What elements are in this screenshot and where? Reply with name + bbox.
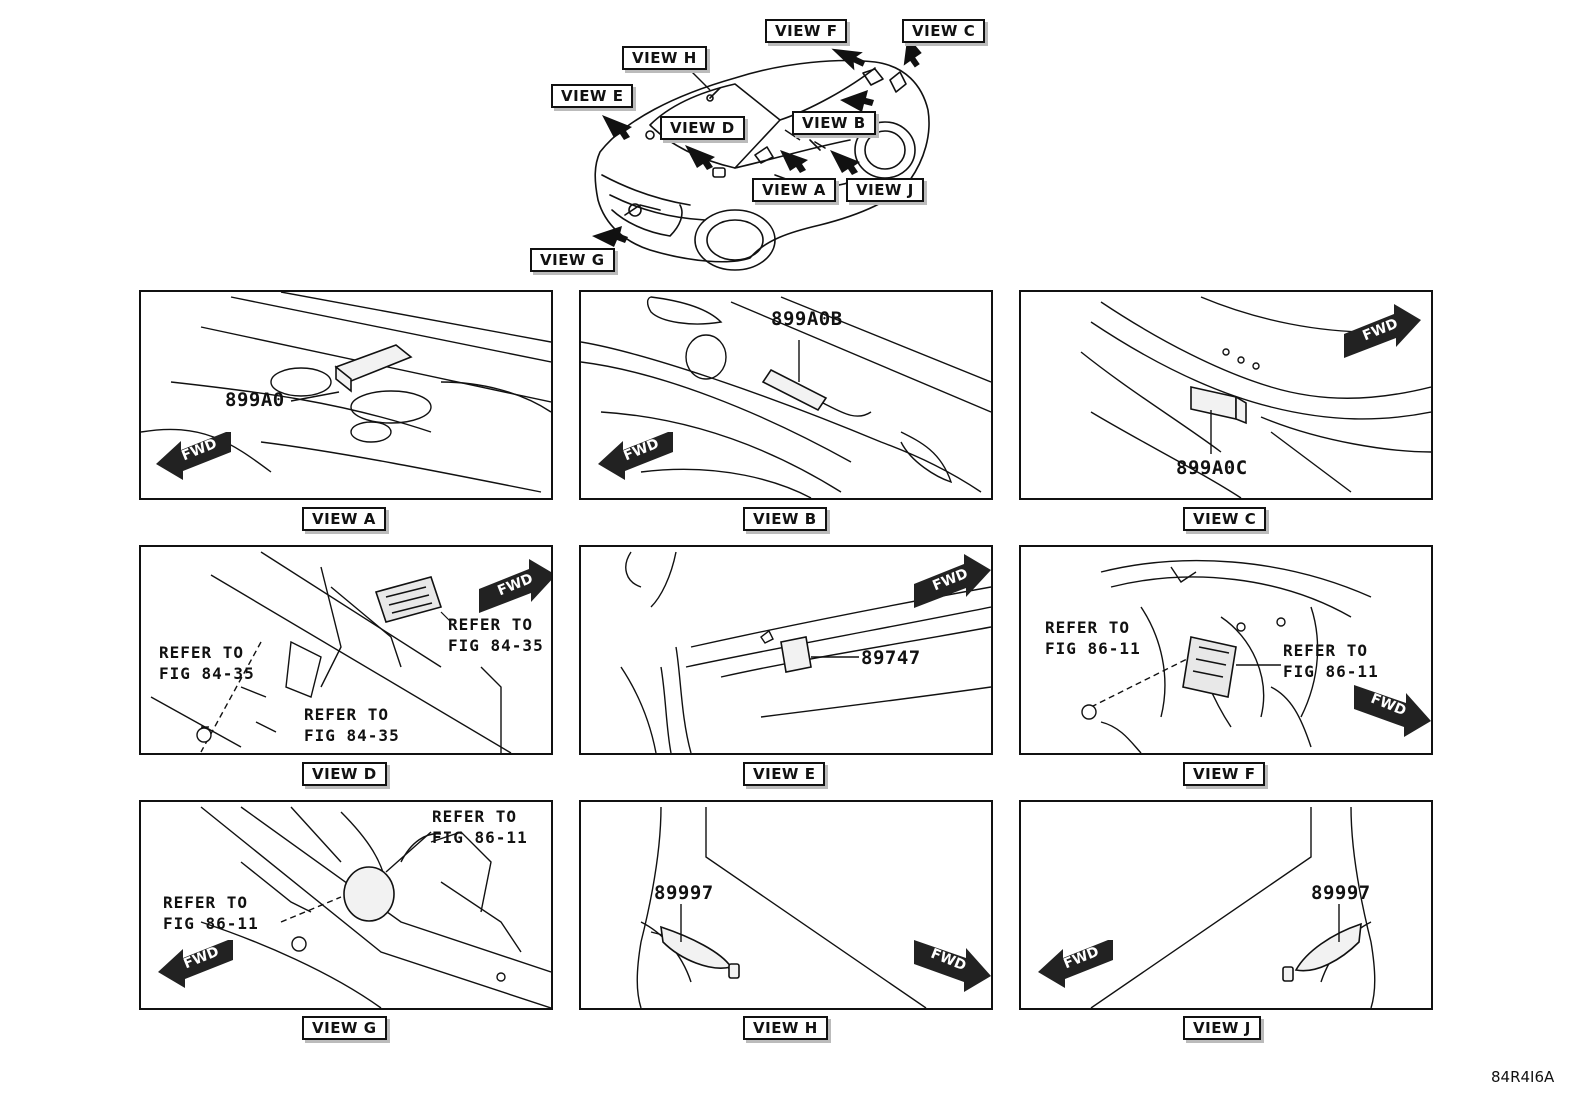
panel-view-e: 89747 FWD bbox=[579, 545, 993, 755]
refer-to-fig-86-11-left: REFER TO FIG 86-11 bbox=[1045, 618, 1141, 658]
refer-to-fig-84-35-bottom: REFER TO FIG 84-35 bbox=[304, 705, 400, 745]
car-overview bbox=[530, 0, 950, 285]
figure-code: 84R4I6A bbox=[1491, 1068, 1555, 1086]
fwd-arrow-view-c: FWD bbox=[1336, 302, 1426, 362]
fwd-arrow-view-h: FWD bbox=[906, 934, 991, 994]
view-b-drawing bbox=[581, 296, 991, 498]
view-g-drawing bbox=[200, 806, 551, 1008]
view-j-label: VIEW J bbox=[846, 178, 924, 202]
refer-to-fig-84-35-right: REFER TO FIG 84-35 bbox=[448, 615, 544, 655]
view-b-caption: VIEW B bbox=[743, 507, 827, 531]
view-a-drawing bbox=[141, 292, 551, 493]
refer-to-fig-86-11-left: REFER TO FIG 86-11 bbox=[163, 893, 259, 933]
view-h-label: VIEW H bbox=[622, 46, 707, 70]
fwd-arrow-view-f: FWD bbox=[1346, 679, 1431, 739]
panel-view-d: FWD REFER TO FIG 84-35 REFER TO FIG 84-3… bbox=[139, 545, 553, 755]
panel-view-h: 89997 FWD bbox=[579, 800, 993, 1010]
view-e-caption: VIEW E bbox=[743, 762, 826, 786]
fwd-arrow-view-e: FWD bbox=[906, 552, 991, 612]
view-d-caption: VIEW D bbox=[302, 762, 387, 786]
fwd-arrow-view-d: FWD bbox=[471, 557, 551, 617]
panel-view-f: REFER TO FIG 86-11 REFER TO FIG 86-11 FW… bbox=[1019, 545, 1433, 755]
view-a-label: VIEW A bbox=[752, 178, 836, 202]
view-d-drawing bbox=[150, 551, 512, 753]
view-c-label: VIEW C bbox=[902, 19, 986, 43]
refer-to-fig-86-11-right: REFER TO FIG 86-11 bbox=[1283, 641, 1379, 681]
view-j-caption: VIEW J bbox=[1183, 1016, 1261, 1040]
panel-view-a: 899A0 FWD bbox=[139, 290, 553, 500]
view-h-drawing bbox=[636, 806, 927, 1008]
panel-view-c: 899A0C FWD bbox=[1019, 290, 1433, 500]
view-c-caption: VIEW C bbox=[1183, 507, 1267, 531]
view-h-caption: VIEW H bbox=[743, 1016, 828, 1040]
view-f-caption: VIEW F bbox=[1183, 762, 1266, 786]
part-number-89997-j: 89997 bbox=[1311, 882, 1371, 904]
refer-to-fig-86-11-top: REFER TO FIG 86-11 bbox=[432, 807, 528, 847]
view-b-label: VIEW B bbox=[792, 111, 876, 135]
view-e-drawing bbox=[620, 551, 991, 753]
view-d-label: VIEW D bbox=[660, 116, 745, 140]
view-f-label: VIEW F bbox=[765, 19, 848, 43]
part-number-899a0c: 899A0C bbox=[1176, 457, 1248, 479]
view-g-caption: VIEW G bbox=[302, 1016, 387, 1040]
view-f-drawing bbox=[1081, 559, 1372, 753]
car-overview-drawing bbox=[592, 36, 930, 271]
view-j-drawing bbox=[1090, 806, 1376, 1008]
view-a-caption: VIEW A bbox=[302, 507, 386, 531]
panel-view-g: REFER TO FIG 86-11 REFER TO FIG 86-11 FW… bbox=[139, 800, 553, 1010]
part-number-899a0b: 899A0B bbox=[771, 308, 843, 330]
part-number-89747: 89747 bbox=[861, 647, 921, 669]
fwd-arrow-view-j: FWD bbox=[1033, 940, 1123, 990]
view-c-drawing bbox=[1080, 296, 1431, 498]
panel-view-b: 899A0B FWD bbox=[579, 290, 993, 500]
view-g-label: VIEW G bbox=[530, 248, 615, 272]
refer-to-fig-84-35-left: REFER TO FIG 84-35 bbox=[159, 643, 255, 683]
panel-view-j: 89997 FWD bbox=[1019, 800, 1433, 1010]
fwd-arrow-view-b: FWD bbox=[593, 432, 683, 482]
part-number-899a0: 899A0 bbox=[225, 389, 285, 411]
view-e-label: VIEW E bbox=[551, 84, 634, 108]
fwd-arrow-view-g: FWD bbox=[153, 940, 243, 990]
fwd-arrow-view-a: FWD bbox=[151, 432, 241, 482]
part-number-89997-h: 89997 bbox=[654, 882, 714, 904]
